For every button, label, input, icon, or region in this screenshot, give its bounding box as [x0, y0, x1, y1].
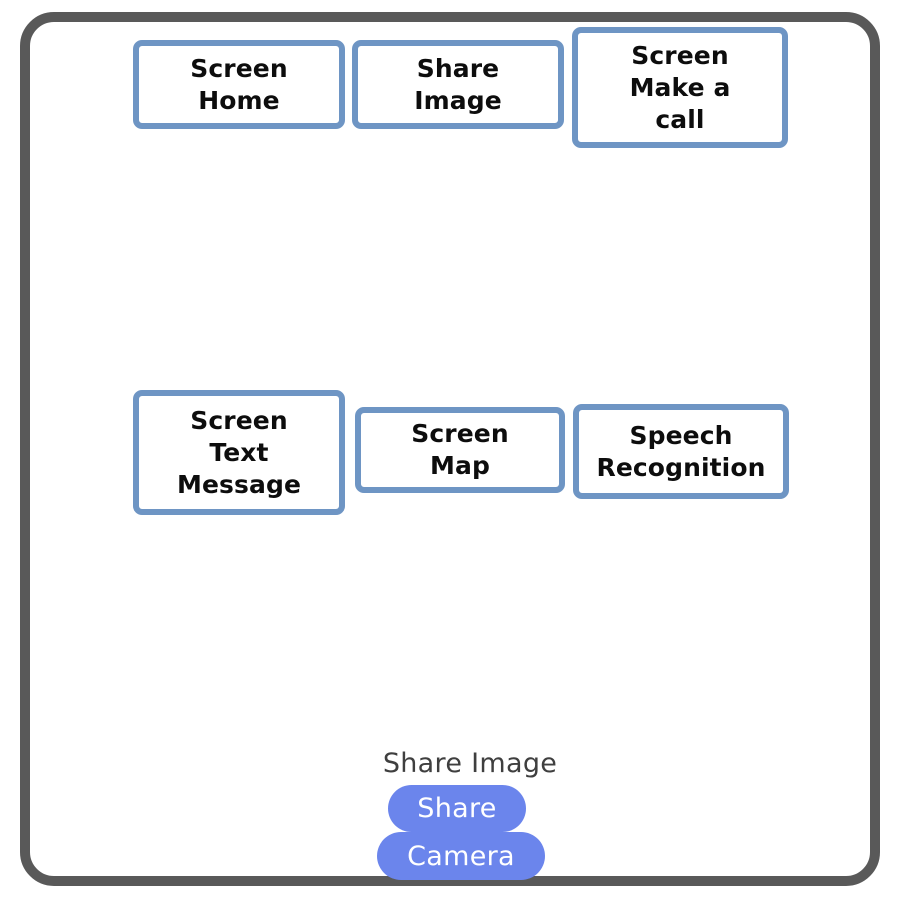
screen-box-label: Screen Make a call [629, 40, 731, 134]
screen-box-label: Speech Recognition [596, 420, 766, 482]
screen-box-screen-text-message[interactable]: Screen Text Message [133, 390, 345, 515]
screen-box-screen-home[interactable]: Screen Home [133, 40, 345, 129]
camera-button[interactable]: Camera [377, 832, 545, 880]
screen-box-screen-map[interactable]: Screen Map [355, 407, 565, 493]
screen-box-label: Screen Map [411, 419, 509, 480]
share-image-widget: Share Image Share Camera [330, 748, 610, 888]
screen-box-label: Screen Text Message [176, 405, 301, 499]
screen-box-label: Screen Home [190, 53, 288, 115]
share-button[interactable]: Share [388, 785, 526, 832]
screen-box-share-image[interactable]: Share Image [352, 40, 564, 129]
screen-box-label: Share Image [414, 53, 502, 115]
screen-box-speech-recognition[interactable]: Speech Recognition [573, 404, 789, 499]
screen-box-screen-make-a-call[interactable]: Screen Make a call [572, 27, 788, 148]
widget-title: Share Image [382, 748, 558, 779]
